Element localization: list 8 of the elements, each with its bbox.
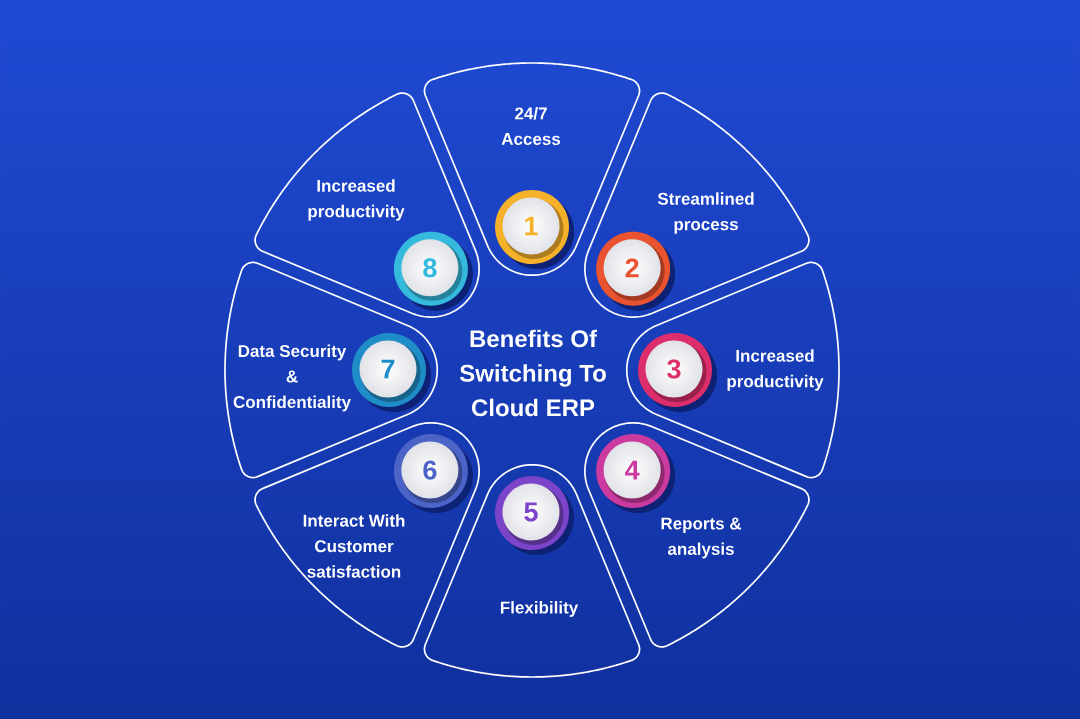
number-badge: 6: [393, 434, 473, 514]
number-badge: 5: [495, 476, 574, 555]
heading: Benefits Of Switching To Cloud ERP: [459, 329, 606, 417]
number-badge: 4: [596, 434, 676, 514]
number-badge: 1: [495, 190, 574, 269]
number-badge: 8: [393, 231, 473, 311]
number-badge: 7: [352, 333, 431, 412]
number-badge: 3: [638, 333, 717, 412]
